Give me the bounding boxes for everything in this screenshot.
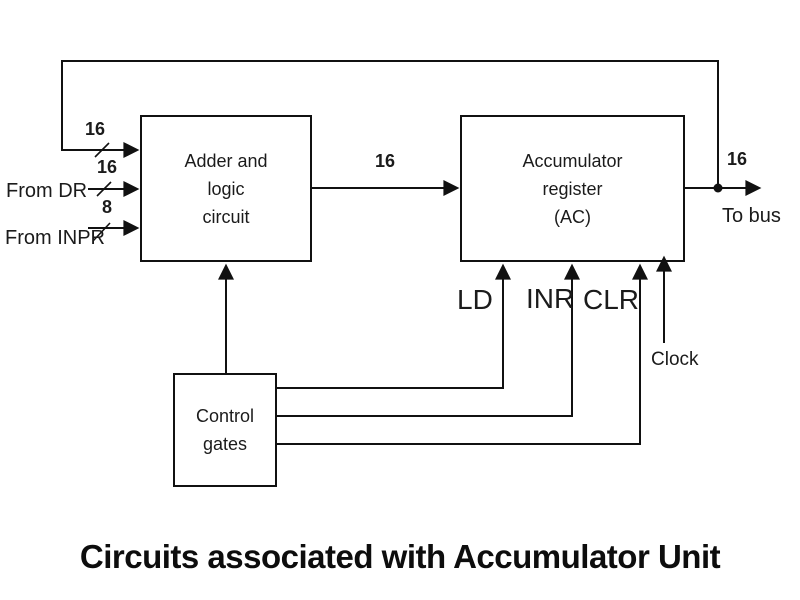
bus-width-slash-inpr	[92, 222, 111, 242]
diagram-title: Circuits associated with Accumulator Uni…	[79, 538, 721, 575]
output-bus-width-label: 16	[726, 149, 748, 169]
accumulator-register-label: Accumulator register (AC)	[522, 150, 623, 227]
bus-width-slash-feedback	[94, 142, 110, 158]
clock-label: Clock	[651, 349, 699, 370]
from-dr-bus-width-label: 16	[96, 157, 118, 177]
feedback-bus-wire	[61, 60, 719, 187]
control-gates-box: Control gates	[173, 373, 277, 487]
control-gates-label: Control gates	[195, 406, 255, 454]
feedback-bus-width-label: 16	[84, 119, 106, 139]
clr-wire	[277, 263, 648, 445]
inr-signal-label: INR	[526, 283, 575, 314]
ld-wire	[277, 263, 511, 389]
ld-signal-label: LD	[457, 284, 493, 315]
from-inpr-label: From INPR	[5, 227, 105, 249]
clr-signal-label: CLR	[583, 284, 640, 315]
from-dr-label: From DR	[6, 180, 88, 202]
bus-junction-dot	[713, 183, 723, 193]
to-bus-label: To bus	[722, 205, 781, 227]
adder-logic-label: Adder and logic circuit	[184, 150, 268, 227]
bus-width-slash-dr	[96, 181, 112, 197]
accumulator-register-box: Accumulator register (AC)	[460, 115, 685, 262]
from-inpr-bus-width-label: 8	[101, 197, 112, 217]
inr-wire	[277, 263, 580, 417]
adder-to-ac-bus-width-label: 16	[374, 151, 396, 171]
adder-logic-box: Adder and logic circuit	[140, 115, 312, 262]
